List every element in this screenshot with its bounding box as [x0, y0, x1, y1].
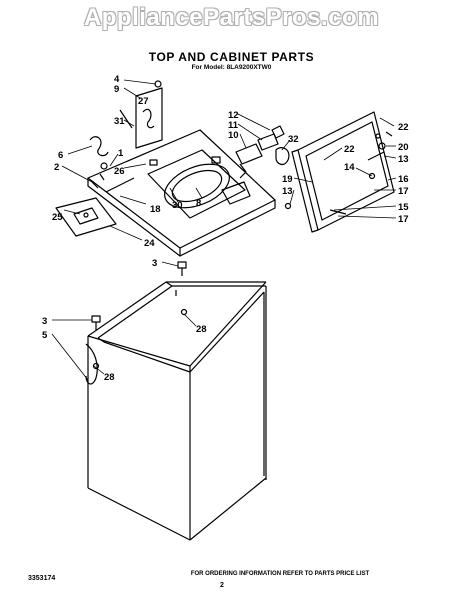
- callout-label: 13: [282, 186, 293, 197]
- screws-top: [91, 261, 187, 330]
- callout-label: 16: [398, 174, 409, 185]
- callout-label: 28: [196, 324, 207, 335]
- callout-label: 15: [398, 202, 409, 213]
- callout-label: 3: [42, 316, 47, 327]
- page-number: 2: [220, 582, 224, 589]
- callout-label: 25: [52, 212, 63, 223]
- callout-label: 24: [144, 238, 155, 249]
- callout-label: 20: [398, 142, 409, 153]
- callout-label: 27: [138, 96, 149, 107]
- top-panel: [87, 129, 276, 257]
- hose-clip: [89, 136, 109, 181]
- callout-label: 10: [228, 130, 239, 141]
- callout-label: 17: [398, 186, 409, 197]
- lid-switch-bracket: [55, 197, 117, 237]
- callout-label: 9: [114, 84, 119, 95]
- callout-label: 2: [54, 162, 59, 173]
- callout-label: 19: [282, 174, 293, 185]
- callout-label: 17: [398, 214, 409, 225]
- callout-label: 5: [42, 330, 48, 341]
- washer-lid: [284, 111, 395, 233]
- callout-label: 18: [150, 204, 161, 215]
- site-watermark: AppliancePartsPros.com: [83, 4, 380, 31]
- drawing-lines: [51, 79, 397, 541]
- callout-label: 22: [398, 122, 409, 133]
- ordering-note: FOR ORDERING INFORMATION REFER TO PARTS …: [190, 571, 370, 577]
- callout-label: 31: [114, 116, 125, 127]
- callout-label: 12: [228, 110, 239, 121]
- callout-label: 32: [288, 134, 299, 145]
- callout-label: 1: [118, 148, 124, 159]
- callout-label: 11: [228, 120, 239, 131]
- callout-label: 6: [58, 150, 63, 161]
- callout-labels: 4 9 27 31 6 1 2 26 30 8 18 25 24 12 11 1…: [42, 74, 409, 383]
- callout-label: 26: [114, 166, 125, 177]
- washer-cabinet: [85, 281, 267, 541]
- callout-label: 22: [344, 144, 355, 155]
- document-number: 3353174: [28, 575, 56, 582]
- callout-label: 28: [104, 372, 115, 383]
- callout-label: 8: [196, 198, 201, 209]
- callout-label: 4: [114, 74, 120, 85]
- callout-label: 13: [398, 154, 409, 165]
- callout-label: 30: [172, 200, 183, 211]
- leader-lines: [51, 79, 397, 381]
- page-title: TOP AND CABINET PARTS: [148, 50, 315, 64]
- model-number: For Model: 8LA9200XTW0: [191, 64, 272, 71]
- callout-label: 3: [152, 258, 157, 269]
- console-bracket-box: [119, 80, 163, 149]
- callout-label: 14: [344, 162, 355, 173]
- lid-hinge-parts: [235, 125, 290, 179]
